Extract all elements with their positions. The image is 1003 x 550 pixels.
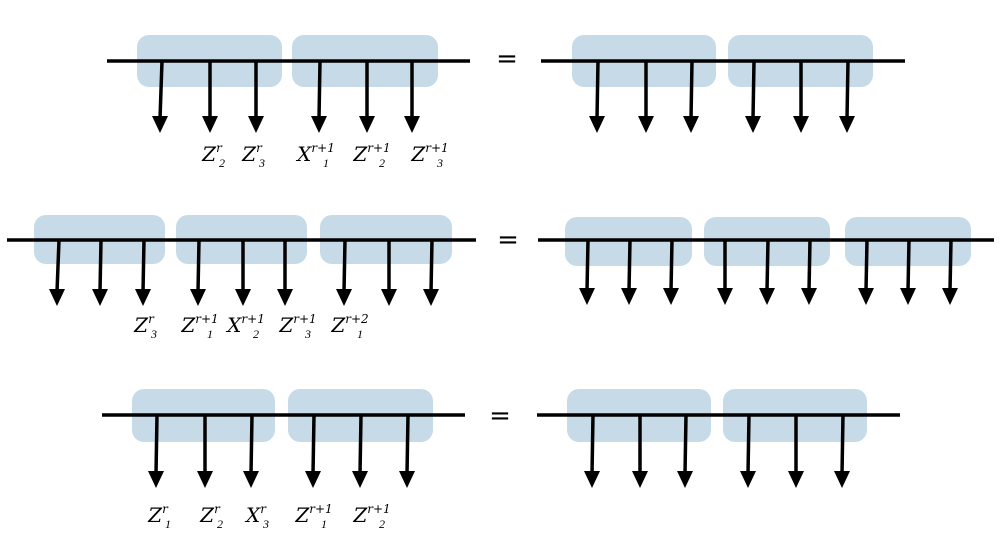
equals-sign: = — [497, 225, 519, 255]
physical-leg-arrow — [135, 239, 151, 306]
physical-leg-arrow — [759, 239, 775, 305]
leg-label: Zr+2 — [330, 312, 368, 337]
leg-label: Zr+1 — [294, 502, 332, 527]
leg-label-subscript: 3 — [150, 327, 157, 341]
leg-label-subscript: 2 — [253, 327, 259, 341]
leg-label: Zr+1 — [180, 312, 218, 337]
physical-leg-arrow — [839, 60, 855, 133]
physical-leg-arrow — [579, 239, 595, 305]
equals-sign: = — [489, 401, 511, 431]
leg-label: Zr — [201, 141, 223, 166]
physical-leg-arrow — [277, 240, 293, 306]
leg-label: Xr+1 — [295, 141, 335, 166]
leg-label-subscript: 3 — [258, 156, 265, 170]
physical-leg-arrow — [663, 239, 679, 305]
row-1-left-panel — [107, 35, 470, 133]
physical-leg-arrow — [381, 240, 397, 306]
leg-label: Zr+1 — [278, 312, 316, 337]
leg-label-subscript: 2 — [379, 517, 385, 531]
leg-label-subscript: 3 — [436, 156, 443, 170]
row-3-left-panel — [102, 389, 465, 488]
physical-leg-arrow — [311, 60, 327, 133]
leg-label: Zr — [199, 502, 221, 527]
leg-label-subscript: 2 — [217, 517, 223, 531]
physical-leg-arrow — [834, 414, 850, 488]
physical-leg-arrow — [190, 239, 206, 306]
leg-label: Zr+1 — [410, 141, 448, 166]
leg-label: Zr — [133, 312, 155, 337]
physical-leg-arrow — [248, 61, 264, 133]
physical-leg-arrow — [235, 240, 251, 306]
leg-label-subscript: 2 — [219, 156, 225, 170]
physical-leg-arrow — [788, 415, 804, 488]
row-2-right-panel — [538, 217, 994, 305]
physical-leg-arrow — [399, 414, 415, 488]
leg-label-subscript: 1 — [357, 327, 363, 341]
equals-sign: = — [496, 44, 518, 74]
leg-label-subscript: 1 — [207, 327, 213, 341]
physical-leg-arrow — [942, 239, 958, 305]
physical-leg-arrow — [589, 60, 605, 133]
leg-label: Xr — [244, 502, 267, 527]
physical-leg-arrow — [148, 414, 164, 488]
leg-label-subscript: 2 — [379, 156, 385, 170]
physical-leg-arrow — [49, 239, 65, 306]
physical-leg-arrow — [152, 60, 168, 133]
physical-leg-arrow — [352, 414, 368, 488]
physical-leg-arrow — [677, 414, 693, 488]
physical-leg-arrow — [717, 240, 733, 305]
physical-leg-arrow — [423, 239, 439, 306]
leg-label-subscript: 1 — [165, 517, 171, 531]
leg-label: Zr+1 — [352, 502, 390, 527]
leg-label: Zr+1 — [352, 141, 390, 166]
physical-leg-arrow — [359, 61, 375, 133]
leg-label-subscript: 3 — [304, 327, 311, 341]
physical-leg-arrow — [793, 61, 809, 133]
physical-leg-arrow — [638, 61, 654, 133]
row-2-left-panel — [7, 215, 476, 306]
physical-leg-arrow — [243, 414, 259, 488]
leg-label-subscript: 1 — [323, 156, 329, 170]
physical-leg-arrow — [92, 239, 108, 306]
physical-leg-arrow — [740, 414, 756, 488]
physical-leg-arrow — [683, 60, 699, 133]
physical-leg-arrow — [584, 414, 600, 488]
row-3-right-panel — [537, 389, 900, 488]
physical-leg-arrow — [197, 415, 213, 488]
physical-leg-arrow — [632, 415, 648, 488]
physical-leg-arrow — [621, 239, 637, 305]
physical-leg-arrow — [202, 61, 218, 133]
leg-label: Xr+1 — [225, 312, 265, 337]
leg-label-subscript: 3 — [262, 517, 269, 531]
physical-leg-arrow — [305, 414, 321, 488]
physical-leg-arrow — [336, 239, 352, 306]
physical-leg-arrow — [858, 239, 874, 305]
leg-label-subscript: 1 — [321, 517, 327, 531]
physical-leg-arrow — [404, 61, 420, 133]
row-1-right-panel — [541, 35, 905, 133]
leg-label: Zr — [147, 502, 169, 527]
physical-leg-arrow — [801, 239, 817, 305]
leg-label: Zr — [241, 141, 263, 166]
physical-leg-arrow — [745, 60, 761, 133]
physical-leg-arrow — [900, 239, 916, 305]
